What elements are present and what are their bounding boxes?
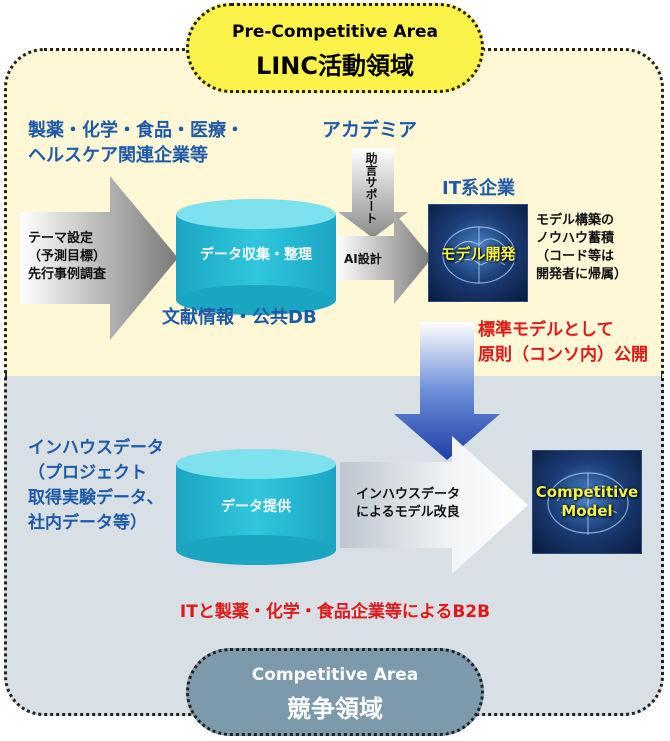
data-collection-label: データ収集・整理	[200, 247, 312, 263]
inhouse-line-3: 取得実験データ、	[28, 488, 164, 508]
competitive-area-label: Competitive Area 競争領域	[186, 648, 484, 736]
ai-design-label: AI設計	[344, 252, 382, 266]
knowhow-line-4: 開発者に帰属）	[536, 267, 628, 282]
competitive-model-line-1: Competitive	[535, 483, 639, 501]
data-provision-label: データ提供	[221, 499, 291, 515]
data-provision-label-wrap: データ提供	[176, 496, 336, 520]
knowhow-line-2: ノウハウ蓄積	[536, 231, 615, 246]
academia-label: アカデミア	[322, 119, 418, 141]
standard-model-text: 標準モデルとして 原則（コンソ内）公開	[478, 318, 648, 368]
data-provision-cylinder	[176, 449, 336, 565]
data-collection-label-wrap: データ収集・整理	[176, 244, 336, 268]
theme-line-3: 先行事例調査	[28, 267, 107, 282]
pharma-heading-line-2: ヘルスケア関連企業等	[28, 145, 208, 166]
knowhow-line-1: モデル構築の	[536, 213, 615, 228]
competitive-title-en: Competitive Area	[251, 665, 419, 685]
inhouse-line-2: （プロジェクト	[28, 463, 147, 483]
publication-arrow	[394, 322, 500, 460]
support-label: 助言サポート	[364, 152, 378, 224]
standard-model-line-1: 標準モデルとして	[478, 320, 614, 340]
model-improvement-line-2: によるモデル改良	[356, 505, 460, 520]
support-arrow	[338, 148, 408, 238]
model-improvement-text: インハウスデータ によるモデル改良	[356, 486, 460, 522]
competitive-model-line-2: Model	[561, 502, 613, 520]
literature-label: 文献情報・公共DB	[162, 307, 317, 328]
inhouse-data-heading: インハウスデータ （プロジェクト 取得実験データ、 社内データ等）	[28, 436, 164, 536]
knowhow-line-3: （コード等は	[536, 249, 615, 264]
competitive-title-jp: 競争領域	[287, 695, 383, 723]
theme-arrow	[20, 176, 178, 340]
brain-graphic	[442, 226, 516, 284]
brain-graphic-2	[547, 472, 629, 535]
model-improvement-line-1: インハウスデータ	[356, 487, 461, 502]
model-development-image: モデル開発	[428, 204, 528, 302]
data-collection-cylinder	[176, 199, 336, 315]
theme-arrow-text: テーマ設定 （予測目標） 先行事例調査	[28, 230, 106, 284]
theme-line-2: （予測目標）	[28, 249, 107, 264]
pharma-heading: 製薬・化学・食品・医療・ ヘルスケア関連企業等	[28, 118, 244, 168]
pharma-heading-line-1: 製薬・化学・食品・医療・	[28, 120, 244, 141]
pre-competitive-area-label: Pre-Competitive Area LINC活動領域	[186, 3, 484, 93]
knowhow-text: モデル構築の ノウハウ蓄積 （コード等は 開発者に帰属）	[536, 212, 627, 284]
pre-competitive-title-jp: LINC活動領域	[256, 52, 414, 80]
pre-competitive-title-en: Pre-Competitive Area	[232, 22, 438, 42]
standard-model-line-2: 原則（コンソ内）公開	[478, 345, 648, 365]
theme-line-1: テーマ設定	[28, 231, 94, 246]
competitive-model-image: Competitive Model	[532, 450, 642, 554]
it-company-label: IT系企業	[442, 178, 515, 199]
competitive-model-label: Competitive Model	[533, 483, 641, 521]
inhouse-line-4: 社内データ等）	[28, 513, 147, 533]
model-improvement-arrow	[340, 436, 528, 574]
b2b-text: ITと製薬・化学・食品企業等によるB2B	[179, 602, 491, 622]
inhouse-line-1: インハウスデータ	[28, 438, 164, 458]
model-development-label: モデル開発	[440, 245, 516, 263]
ai-design-arrow	[336, 212, 432, 304]
